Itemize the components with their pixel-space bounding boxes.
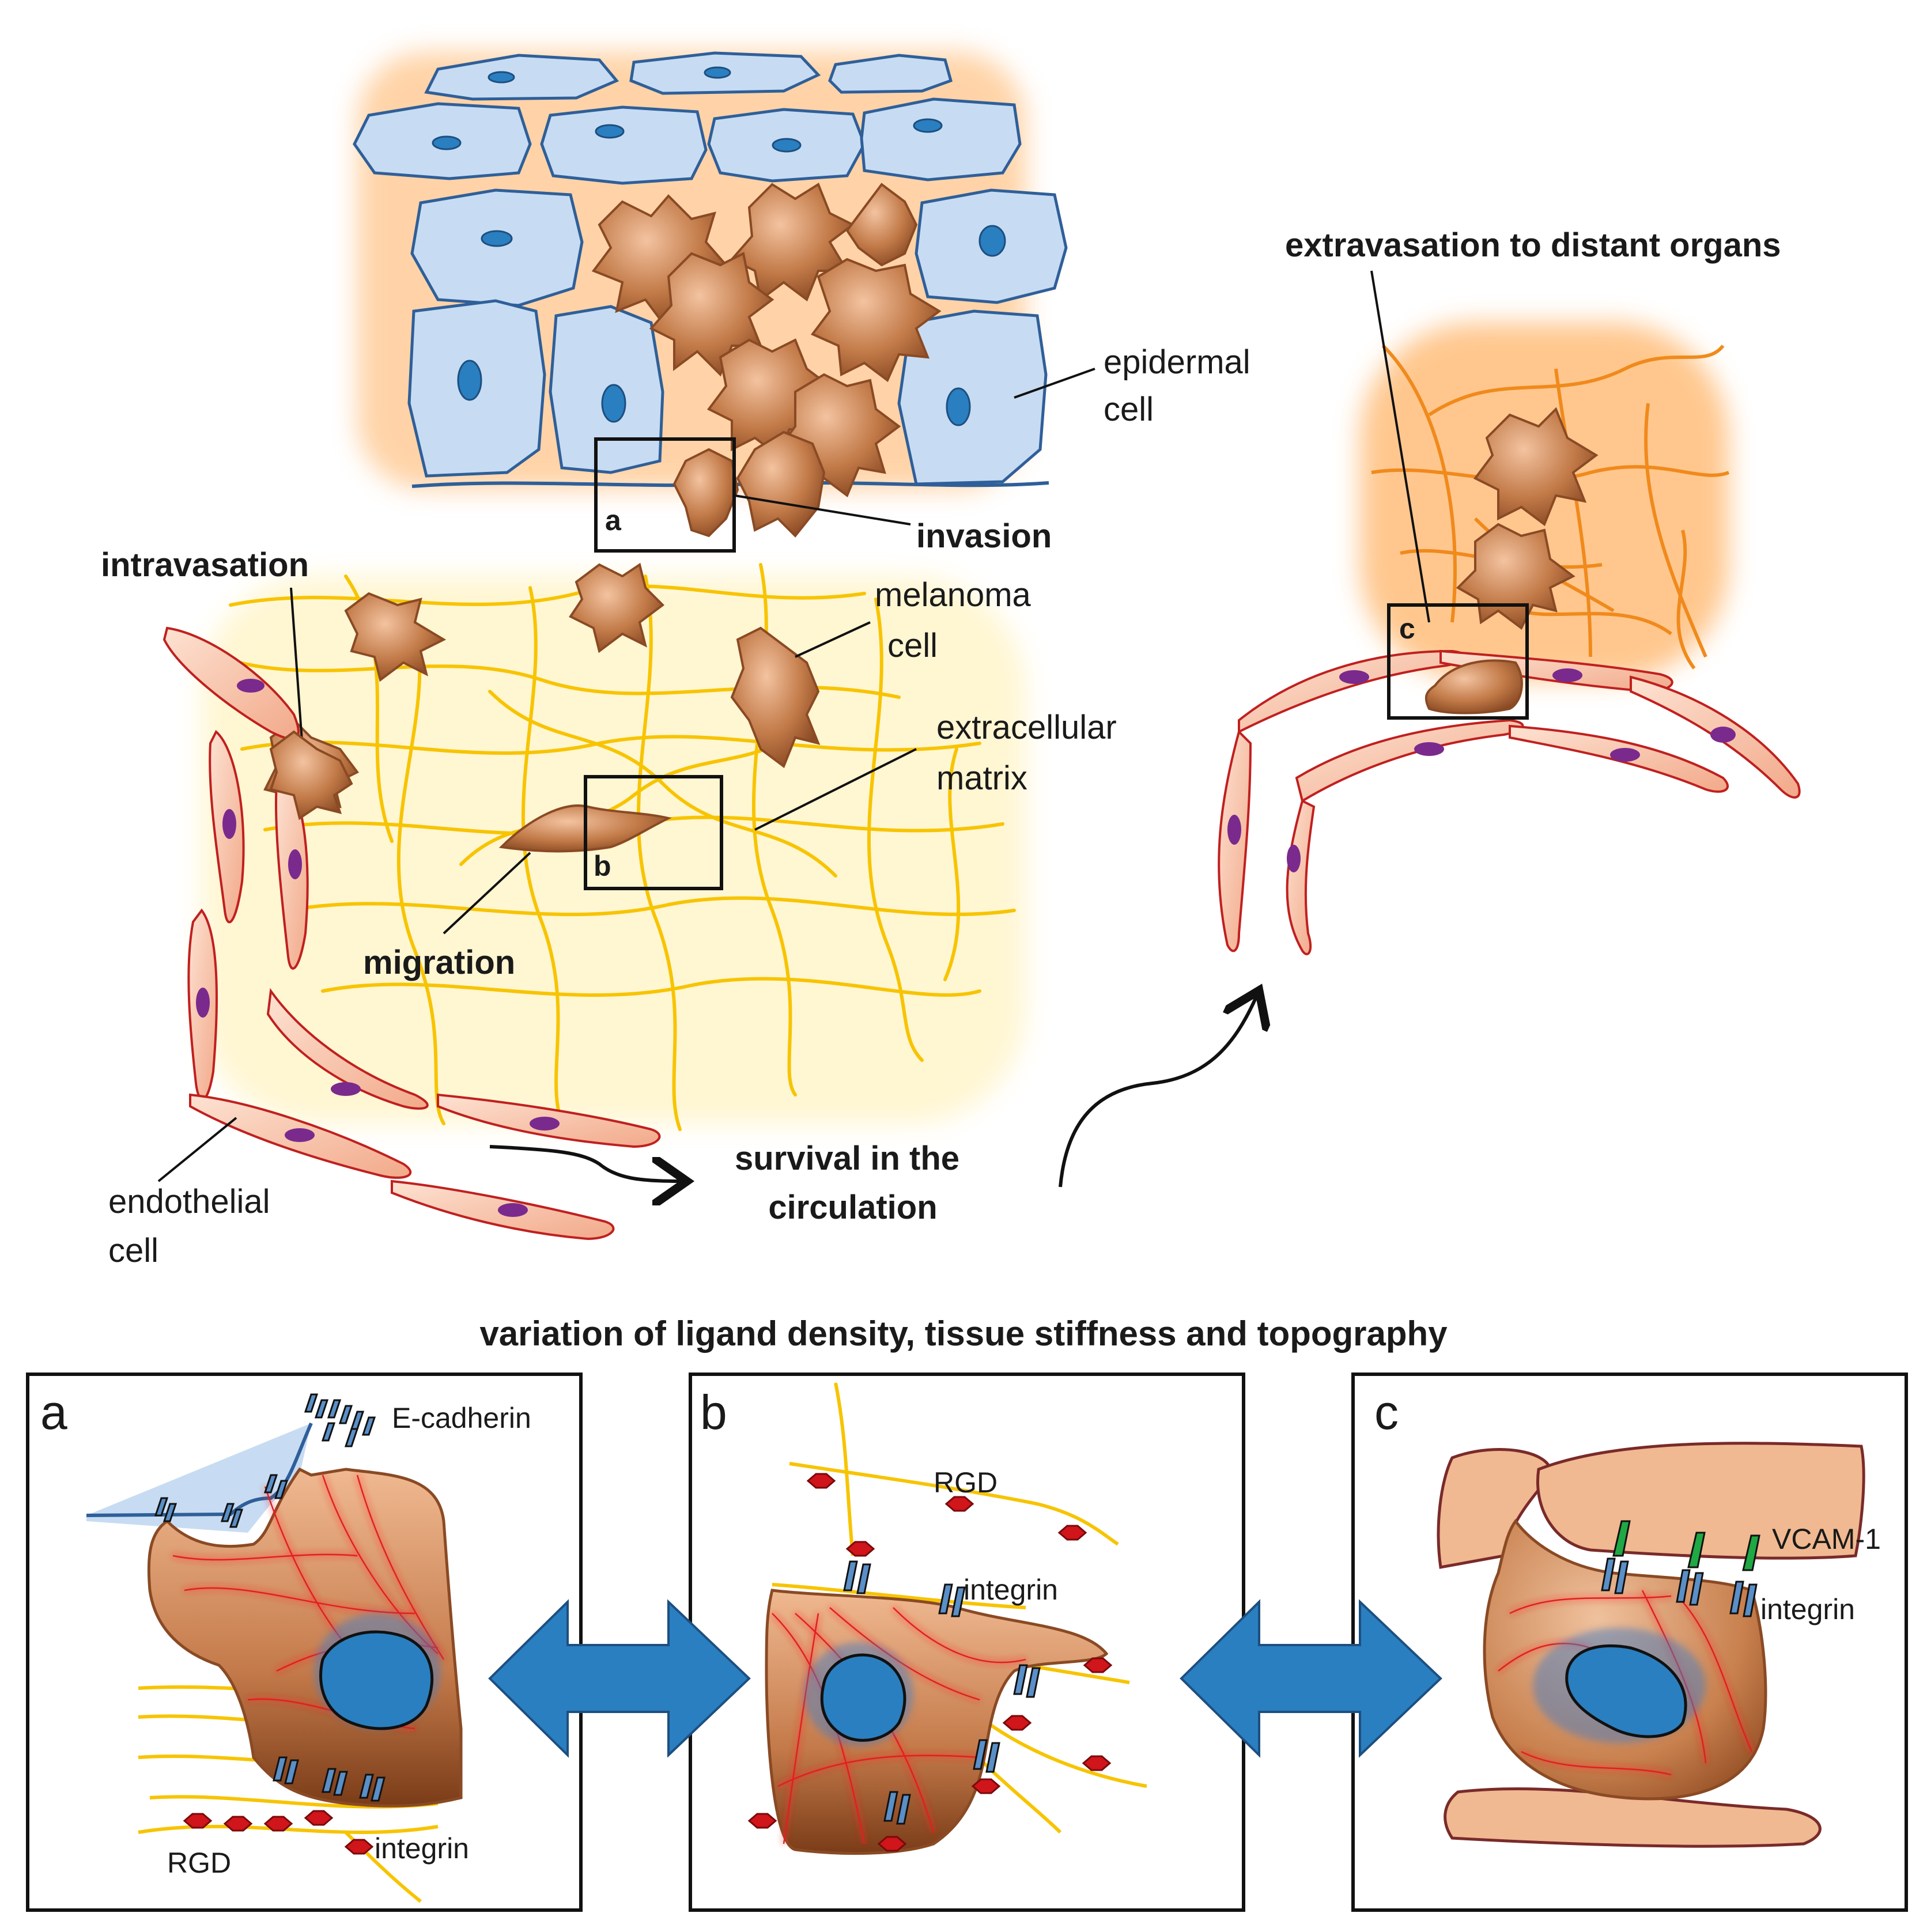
metastasis-arrow <box>1059 997 1256 1188</box>
panel-a-ecad: E-cadherin <box>392 1402 531 1434</box>
double-arrow-bc <box>1180 1599 1442 1758</box>
epidermal-cell <box>897 309 1048 486</box>
panel-a-letter: a <box>40 1385 67 1439</box>
survival-label-2: circulation <box>768 1189 937 1226</box>
endothelial-nuclei <box>196 679 560 1217</box>
ecm-label-1: extracellular <box>936 709 1117 746</box>
invasion-label: invasion <box>916 517 1052 555</box>
panel-a-content: a <box>40 1385 531 1903</box>
panel-b-integrin: integrin <box>963 1574 1058 1606</box>
inset-box-a <box>594 437 736 553</box>
melanoma-label-1: melanoma <box>875 576 1031 614</box>
box-b-label: b <box>594 850 611 882</box>
melanoma-cluster <box>591 183 942 538</box>
epidermal-cell <box>540 105 708 185</box>
endothelial-label-1: endothelial <box>108 1183 270 1220</box>
ecm-label-2: matrix <box>936 759 1027 797</box>
double-arrow-ab <box>488 1599 751 1758</box>
epidermis <box>353 51 1068 490</box>
epidermal-label-2: cell <box>1104 391 1154 428</box>
panel-a-rgd: RGD <box>167 1847 231 1879</box>
survival-label-1: survival in the <box>735 1140 959 1177</box>
bottom-title: variation of ligand density, tissue stif… <box>479 1314 1448 1353</box>
endothelial-label-2: cell <box>108 1232 158 1269</box>
panel-b-rgd: RGD <box>934 1466 997 1499</box>
endothelial-nuclei-right <box>1227 668 1736 872</box>
epidermal-label-1: epidermal <box>1104 343 1250 381</box>
distant-organ <box>1360 323 1730 680</box>
circulation-arrow <box>489 1145 680 1181</box>
migration-label: migration <box>363 944 515 981</box>
box-c-label: c <box>1399 613 1415 645</box>
panel-c-integrin: integrin <box>1760 1593 1855 1625</box>
colonizing-cell <box>1456 523 1575 630</box>
melanoma-label-2: cell <box>887 627 938 664</box>
epidermal-cell <box>828 54 953 94</box>
extravasation-label: extravasation to distant organs <box>1285 226 1781 264</box>
panel-a-integrin: integrin <box>375 1832 469 1865</box>
epidermal-cell <box>860 97 1022 182</box>
panel-c-vcam: VCAM-1 <box>1772 1523 1881 1555</box>
inset-box-b <box>584 775 723 890</box>
panel-c-content: c <box>1374 1385 1881 1848</box>
intravasating-cell <box>269 730 353 821</box>
panel-b-letter: b <box>700 1385 727 1439</box>
box-a-label: a <box>605 504 622 536</box>
panel-c-letter: c <box>1374 1385 1399 1439</box>
panel-b-content: b <box>700 1382 1147 1855</box>
colonizing-cell <box>1473 407 1599 527</box>
intravasation-label: intravasation <box>101 546 309 584</box>
extracellular-matrix <box>202 563 1026 1131</box>
extravasating-cell <box>1425 659 1523 714</box>
inset-box-c <box>1387 603 1529 720</box>
epidermal-cell <box>410 188 584 307</box>
epidermal-cell <box>424 54 619 101</box>
